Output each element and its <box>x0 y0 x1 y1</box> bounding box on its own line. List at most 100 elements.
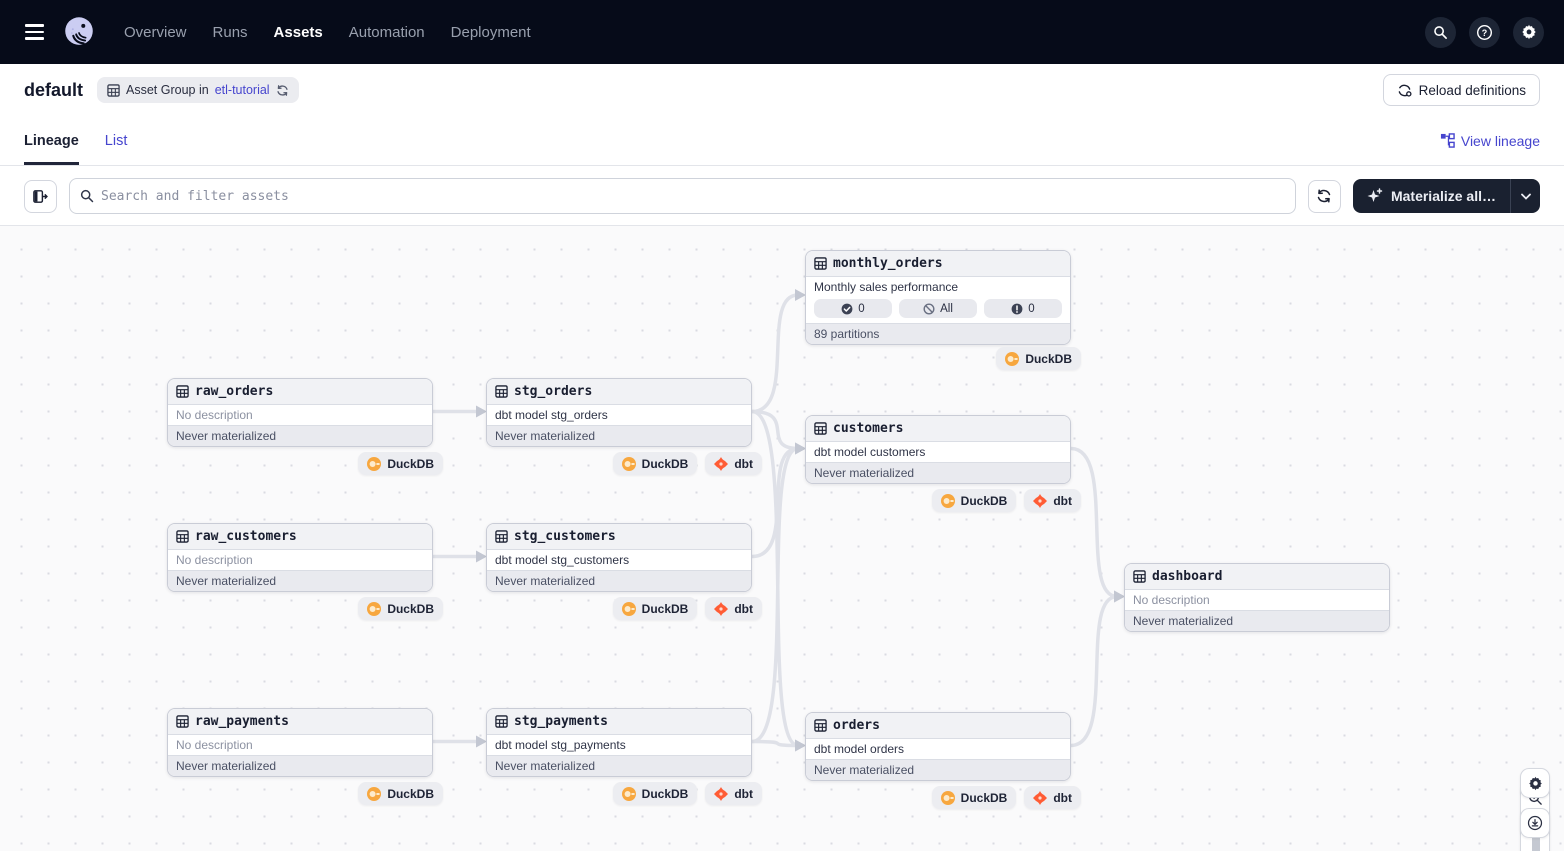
partition-pill-alert-circle: 0 <box>984 299 1062 318</box>
kind-badge-label: DuckDB <box>387 601 434 616</box>
asset-name: stg_payments <box>514 714 608 729</box>
tab-list[interactable]: List <box>104 132 128 149</box>
kind-badge-row: DuckDB <box>167 452 443 475</box>
asset-description: dbt model customers <box>806 442 1070 462</box>
materialization-status: Never materialized <box>487 425 751 446</box>
kind-badge-duckdb[interactable]: DuckDB <box>612 782 698 805</box>
asset-description: dbt model stg_payments <box>487 735 751 755</box>
help-icon[interactable]: ? <box>1469 16 1500 48</box>
asset-description: No description <box>168 735 432 755</box>
kind-badge-label: DuckDB <box>960 790 1008 805</box>
partition-status-row: 0 All 0 <box>806 297 1070 323</box>
refresh-graph-button[interactable] <box>1307 179 1341 213</box>
kind-badge-duckdb[interactable]: DuckDB <box>996 347 1081 370</box>
asset-node-header: stg_customers <box>487 524 751 550</box>
edge-stg_payments-to-orders <box>751 739 799 748</box>
kind-badge-duckdb[interactable]: DuckDB <box>612 597 698 620</box>
materialize-dropdown-button[interactable] <box>1510 179 1540 213</box>
download-view-button[interactable] <box>1520 808 1550 838</box>
kind-badge-row: DuckDB <box>805 347 1081 370</box>
kind-badge-label: DuckDB <box>641 786 689 801</box>
kind-badge-label: DuckDB <box>387 786 434 801</box>
search-icon[interactable] <box>1425 16 1456 48</box>
materialization-status: Never materialized <box>1125 610 1389 631</box>
edge-arrowhead <box>795 442 806 455</box>
kind-badge-label: DuckDB <box>960 493 1008 508</box>
gear-icon[interactable] <box>1513 16 1544 48</box>
asset-name: orders <box>833 718 880 733</box>
partition-pill-check-circle: 0 <box>814 299 892 318</box>
asset-node-header: orders <box>806 713 1070 739</box>
top-nav: Overview Runs Assets Automation Deployment ? <box>0 0 1564 64</box>
slash-circle <box>923 302 935 315</box>
nav-item-deployment[interactable]: Deployment <box>450 23 531 41</box>
toggle-sidebar-button[interactable] <box>24 179 57 213</box>
table-icon <box>495 715 508 728</box>
table-icon <box>495 530 508 543</box>
nav-item-overview[interactable]: Overview <box>124 23 187 41</box>
materialization-status: Never materialized <box>806 462 1070 483</box>
edge-arrowhead <box>1114 590 1125 603</box>
hamburger-menu-icon[interactable] <box>18 15 52 49</box>
kind-badge-dbt[interactable]: dbt <box>705 452 762 475</box>
dbt-icon <box>1033 790 1048 805</box>
materialize-all-label: Materialize all… <box>1390 188 1496 204</box>
tab-lineage[interactable]: Lineage <box>24 116 79 165</box>
lineage-toolbar: Materialize all… <box>0 167 1564 226</box>
edge-arrowhead <box>795 739 806 752</box>
nav-item-automation[interactable]: Automation <box>348 23 425 41</box>
view-lineage-label: View lineage <box>1460 132 1540 149</box>
kind-badge-duckdb[interactable]: DuckDB <box>358 452 443 475</box>
kind-badge-row: DuckDB <box>167 782 443 805</box>
view-lineage-link[interactable]: View lineage <box>1440 133 1540 149</box>
kind-badge-duckdb[interactable]: DuckDB <box>358 782 443 805</box>
kind-badge-dbt[interactable]: dbt <box>705 597 762 620</box>
asset-description: No description <box>168 550 432 570</box>
reload-definitions-button[interactable]: Reload definitions <box>1382 74 1540 106</box>
kind-badge-duckdb[interactable]: DuckDB <box>931 786 1017 809</box>
kind-badge-label: DuckDB <box>641 456 689 471</box>
kind-badge-duckdb[interactable]: DuckDB <box>612 452 698 475</box>
kind-badge-label: dbt <box>734 786 753 801</box>
download-circle-icon <box>1527 815 1543 831</box>
dbt-icon <box>714 601 729 616</box>
kind-badge-dbt[interactable]: dbt <box>1024 786 1081 809</box>
asset-name: stg_customers <box>514 529 616 544</box>
kind-badge-row: DuckDB dbt <box>486 782 762 805</box>
table-icon <box>814 422 827 435</box>
partition-pill-slash-circle: All <box>899 299 977 318</box>
table-icon <box>495 385 508 398</box>
asset-group-repo-link[interactable]: etl-tutorial <box>214 83 270 97</box>
kind-badge-row: DuckDB dbt <box>805 489 1081 512</box>
asset-node-header: raw_payments <box>168 709 432 735</box>
reload-status-icon[interactable] <box>276 84 289 97</box>
graph-settings-button[interactable] <box>1520 768 1550 798</box>
nav-item-assets[interactable]: Assets <box>273 23 323 41</box>
reload-icon <box>1398 84 1412 97</box>
materialize-all-button[interactable]: Materialize all… <box>1352 179 1510 213</box>
duckdb-icon <box>621 456 636 471</box>
materialization-status: Never materialized <box>487 755 751 776</box>
kind-badge-duckdb[interactable]: DuckDB <box>931 489 1017 512</box>
kind-badge-duckdb[interactable]: DuckDB <box>358 597 443 620</box>
duckdb-icon <box>367 601 382 616</box>
svg-text:?: ? <box>1482 27 1487 37</box>
dagster-logo[interactable] <box>60 13 98 51</box>
kind-badge-label: dbt <box>1053 790 1072 805</box>
nav-item-runs[interactable]: Runs <box>212 23 248 41</box>
asset-search-input[interactable] <box>101 188 1285 204</box>
edge-stg_orders-to-customers <box>751 409 799 451</box>
kind-badge-dbt[interactable]: dbt <box>705 782 762 805</box>
kind-badge-dbt[interactable]: dbt <box>1024 489 1081 512</box>
